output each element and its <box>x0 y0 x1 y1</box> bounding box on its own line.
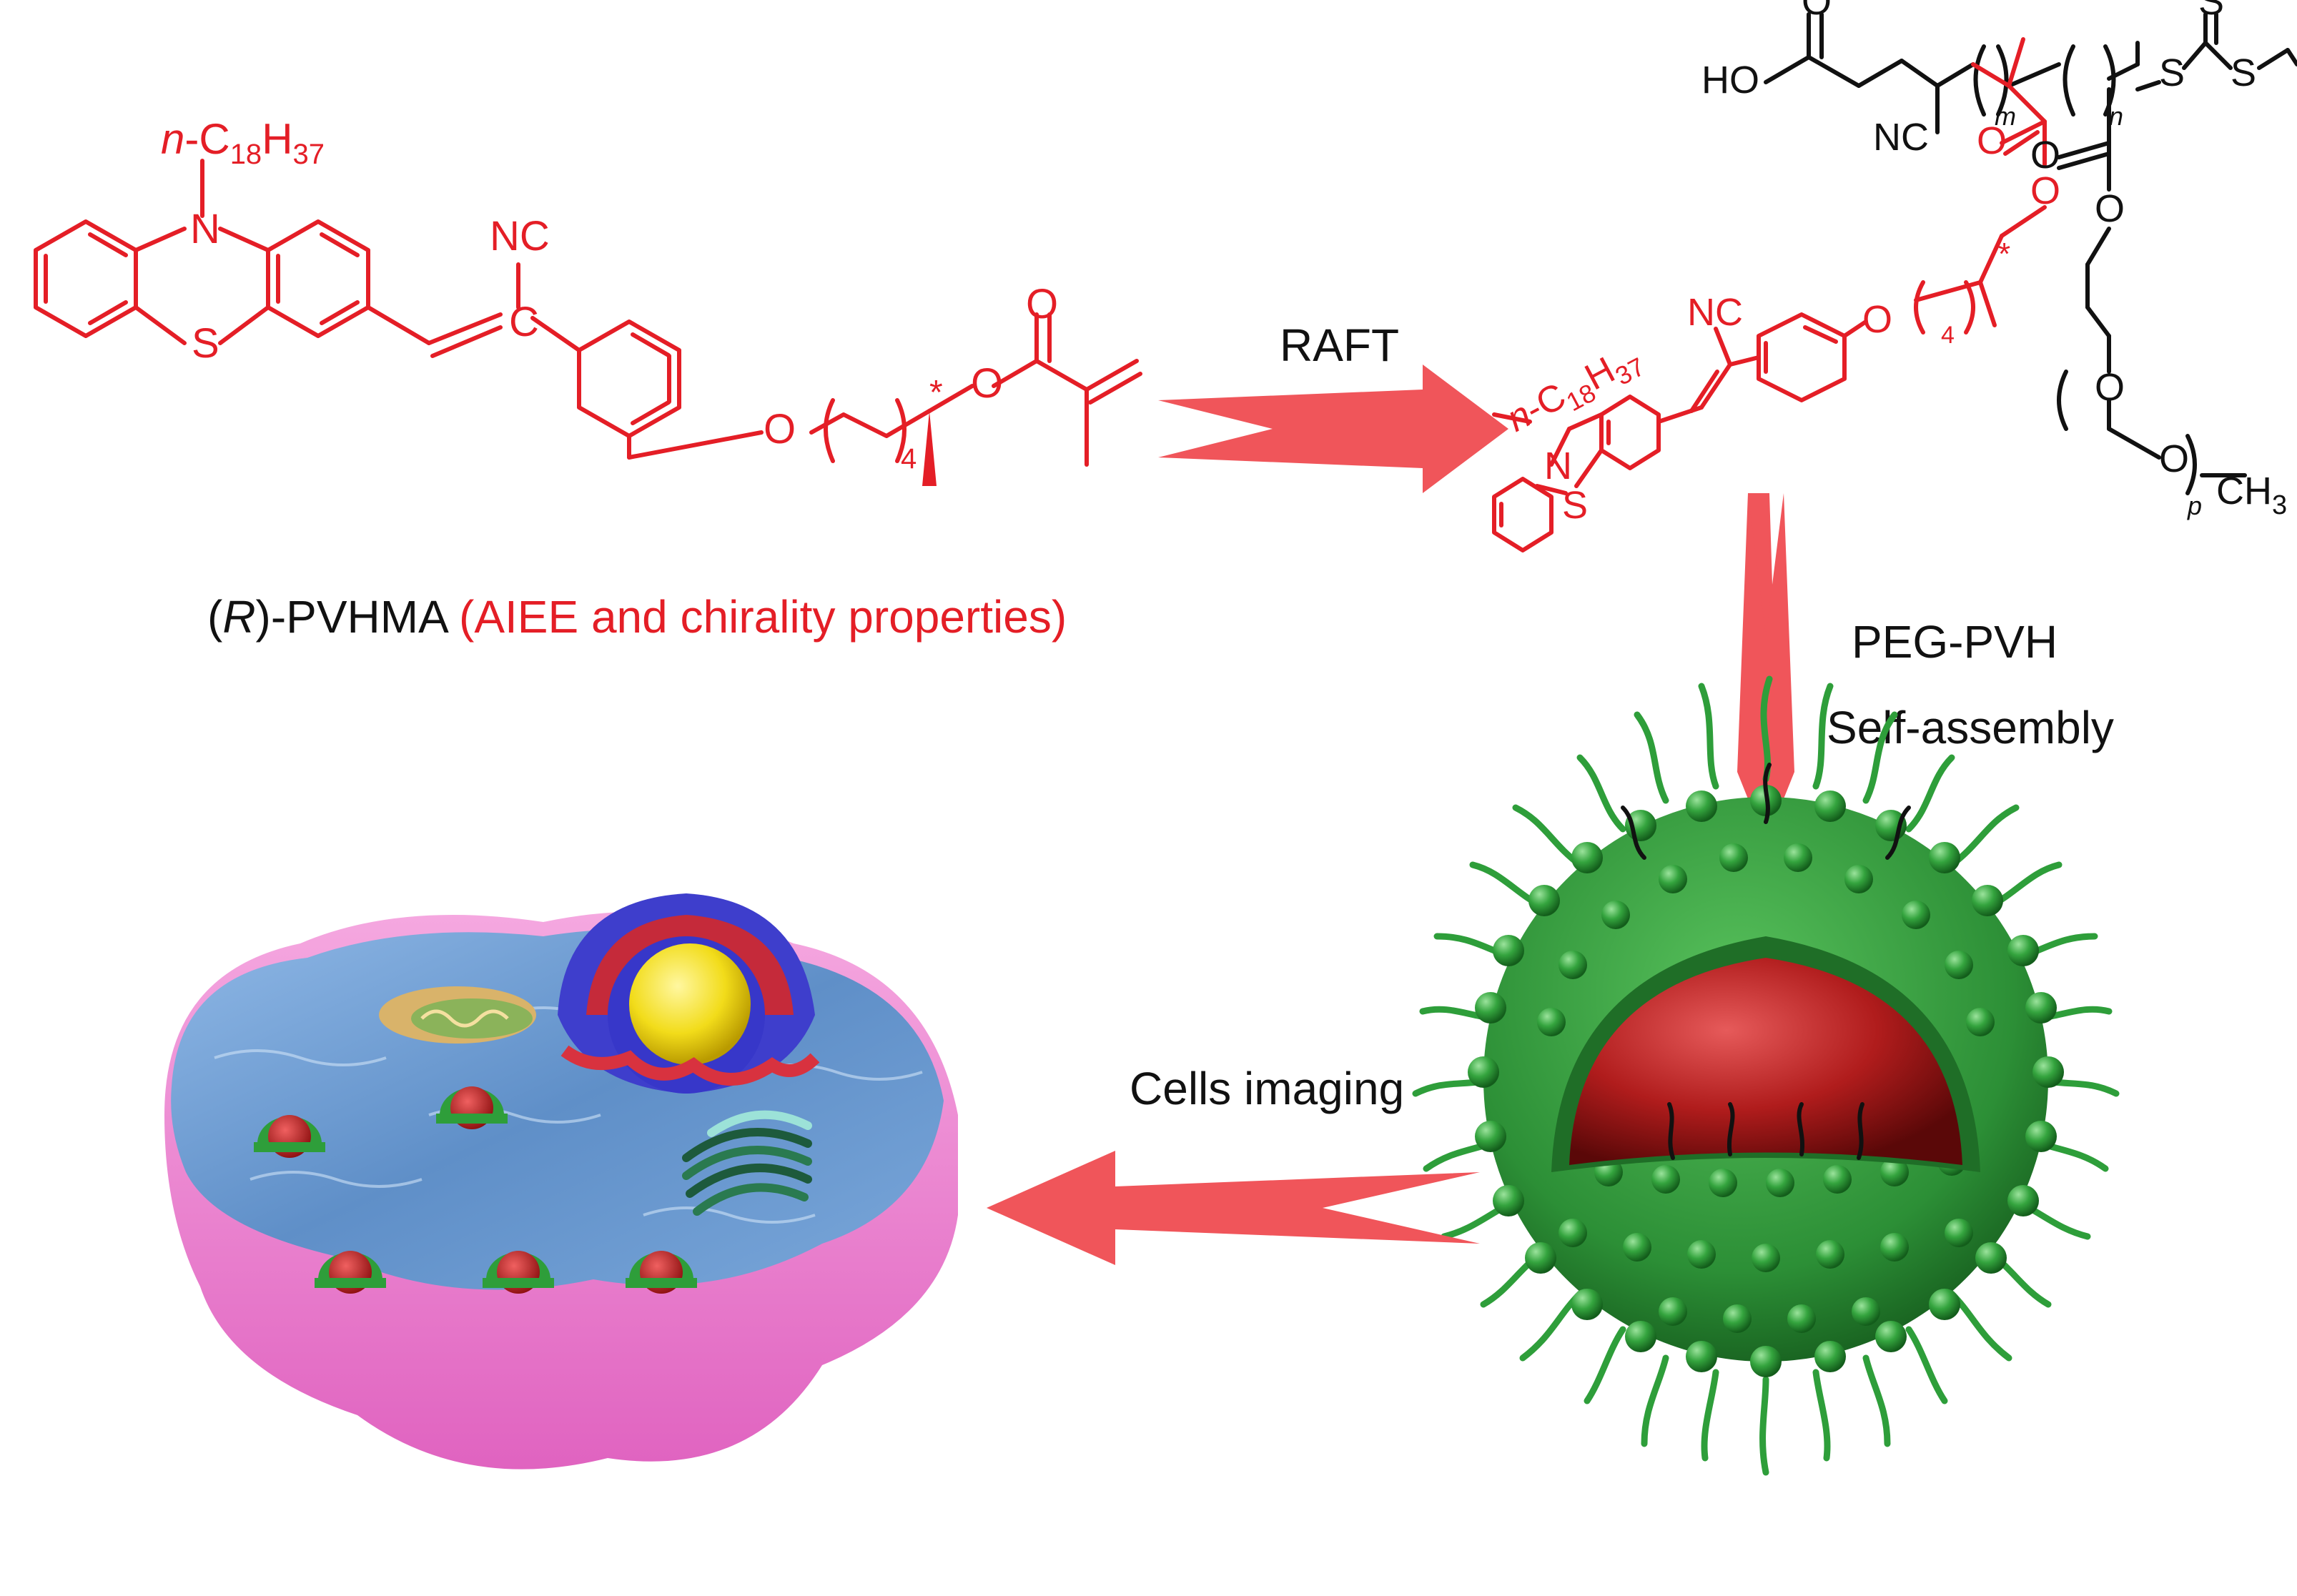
polymer-labels: HO O NC m n S S S O O O O p CH3 O O * 4 … <box>1500 0 2287 527</box>
micelle-inner-chains <box>1621 763 1911 1160</box>
self-assembly-label: Self-assembly <box>1827 702 2114 753</box>
micelle-core <box>1569 958 1962 1165</box>
bond-n-left <box>134 227 187 252</box>
cells-imaging-arrow <box>987 1151 1480 1265</box>
micelle-illustration <box>1412 675 2120 1476</box>
cell-micelle-1 <box>254 1115 325 1158</box>
polymer-red-n: N <box>1544 445 1572 487</box>
polymer-sub-m: m <box>1995 101 2016 131</box>
cell-golgi <box>682 1110 812 1216</box>
cell-illustration <box>164 893 958 1469</box>
monomer-nitrile: NC <box>490 213 550 259</box>
cell-micelle-2 <box>436 1086 508 1129</box>
monomer-caption: (R)-PVHMA (AIEE and chirality properties… <box>207 591 1067 643</box>
product-name-label: PEG-PVH <box>1852 616 2058 668</box>
monomer-structure <box>34 159 1142 486</box>
monomer-repeat-4: 4 <box>901 443 917 475</box>
micelle-surface-beads <box>1468 785 2064 1377</box>
polymer-red-o1: O <box>1977 119 2007 162</box>
monomer-atom-s: S <box>192 320 219 367</box>
polymer-ether-o1: O <box>2095 366 2125 409</box>
polymer-red-o2: O <box>2030 169 2060 212</box>
polymer-methyl: CH3 <box>2216 470 2287 520</box>
polymer-acid-ho: HO <box>1701 59 1759 101</box>
polymer-ester-o2: O <box>2095 187 2125 230</box>
polymer-s3: S <box>2231 51 2256 94</box>
polymer-sub-p: p <box>2187 491 2202 520</box>
polymer-red-nitrile: NC <box>1687 291 1743 334</box>
cell-micelle-4 <box>483 1251 554 1294</box>
phenothiazine-ring-left <box>34 219 138 338</box>
monomer-atom-o1: O <box>764 406 796 452</box>
polymer-ether-o2: O <box>2159 437 2189 480</box>
cell-nucleus <box>558 893 820 1094</box>
polymer-nitrile: NC <box>1873 116 1929 159</box>
monomer-labels: n-C18H37 N S NC C O 4 * O O <box>161 115 1058 475</box>
polymer-red-4: 4 <box>1941 322 1955 349</box>
cell-micelle-3 <box>315 1251 386 1294</box>
cell-mitochondrion <box>379 986 536 1044</box>
polymer-red-o3: O <box>1862 298 1892 341</box>
raft-arrow <box>1158 365 1508 493</box>
polymer-structure <box>1492 12 2297 552</box>
polymer-red-star: * <box>1998 237 2010 272</box>
monomer-atom-c: C <box>509 299 539 345</box>
phenothiazine-ring-right <box>266 219 370 338</box>
polymer-red-s: S <box>1562 484 1588 527</box>
phenyl-ring <box>577 319 681 438</box>
raft-label: RAFT <box>1280 319 1399 371</box>
monomer-stereo-star: * <box>929 374 943 412</box>
monomer-atom-o2: O <box>971 360 1003 407</box>
polymer-s2: S <box>2198 0 2224 23</box>
cell-cytoplasm <box>171 929 944 1290</box>
polymer-sub-n: n <box>2109 101 2123 131</box>
polymer-acid-o: O <box>1802 0 1832 23</box>
monomer-atom-n: N <box>190 206 220 252</box>
cell-micelle-5 <box>626 1251 697 1294</box>
polymer-ester-o1: O <box>2030 134 2060 177</box>
monomer-alkyl-label: n-C18H37 <box>161 115 325 170</box>
cell-micelle-particles <box>254 1086 697 1294</box>
monomer-atom-o3: O <box>1026 281 1058 327</box>
self-assembly-arrow-body <box>1737 493 1794 843</box>
polymer-s1: S <box>2159 51 2185 94</box>
cells-imaging-label: Cells imaging <box>1130 1063 1404 1114</box>
